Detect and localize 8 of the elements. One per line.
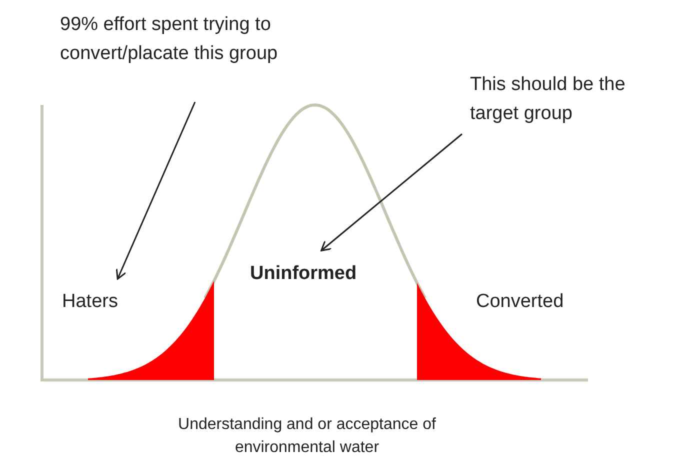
- arrow: [116, 102, 196, 280]
- arrow: [320, 133, 462, 252]
- callout-text: 99% effort spent trying to convert/placate this group: [60, 10, 308, 68]
- callout-text: Haters: [62, 288, 132, 316]
- callout-text: This should be the target group: [470, 70, 670, 128]
- callout-text: Converted: [476, 288, 586, 316]
- axis-title: Understanding and or acceptance of environmental water: [177, 415, 437, 458]
- callout-text: Uninformed: [250, 260, 380, 288]
